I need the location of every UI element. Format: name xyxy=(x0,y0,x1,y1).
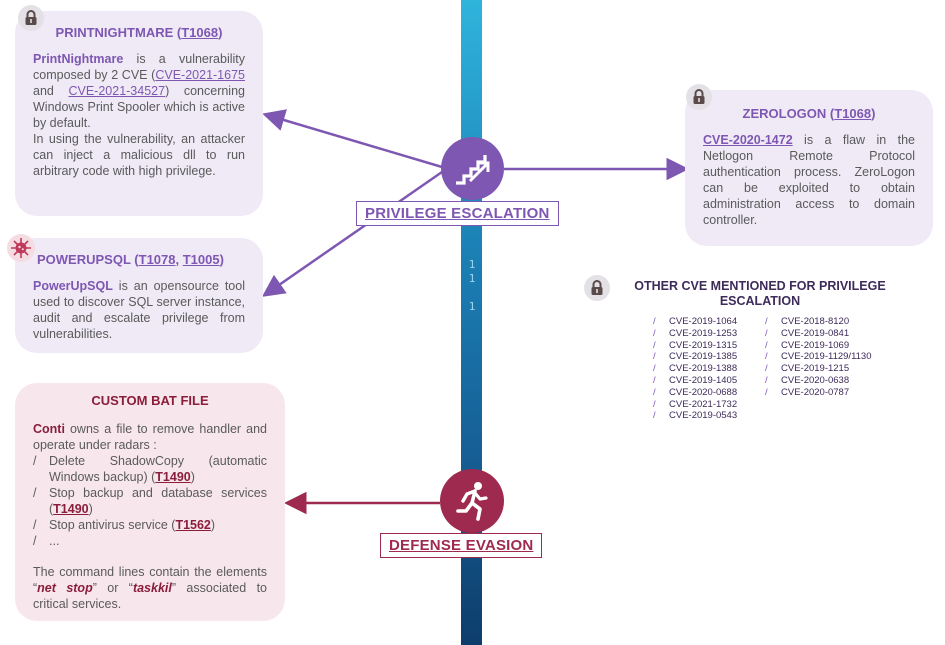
other-cve-title: OTHER CVE MENTIONED FOR PRIVILEGE ESCALA… xyxy=(634,279,886,308)
zerologon-body: CVE-2020-1472 is a flaw in the Netlogon … xyxy=(703,133,915,227)
printnightmare-body: PrintNightmare is a vulnerability compos… xyxy=(33,52,245,130)
zerologon-card: ZEROLOGON (T1068) CVE-2020-1472 is a fla… xyxy=(685,90,933,246)
technique-link[interactable]: T1068 xyxy=(181,25,219,40)
cve-item: /CVE-2019-1069 xyxy=(765,339,850,351)
cve-item: /CVE-2019-1215 xyxy=(765,363,850,375)
cve-item: /CVE-2019-1388 xyxy=(653,363,738,375)
arrow-to-powerupsql xyxy=(261,170,443,297)
list-item: /Delete ShadowCopy (automatic Windows ba… xyxy=(33,454,267,484)
privilege-escalation-label: PRIVILEGE ESCALATION xyxy=(356,201,559,226)
virus-icon xyxy=(7,234,35,262)
lock-icon xyxy=(686,84,712,110)
timeline-digits: 1 1 1 xyxy=(468,258,476,313)
cve-item: /CVE-2020-0787 xyxy=(765,386,850,398)
cve-item: /CVE-2019-1129/1130 xyxy=(765,351,872,363)
cve-item: /CVE-2019-1064 xyxy=(653,316,738,327)
lock-icon xyxy=(18,5,44,31)
cve-item: /CVE-2018-8120 xyxy=(765,316,850,327)
cve-link[interactable]: CVE-2021-1675 xyxy=(155,68,245,82)
cve-item: /CVE-2021-1732 xyxy=(653,398,738,410)
custom-bat-title: CUSTOM BAT FILE xyxy=(91,393,209,408)
list-item: /Stop backup and database services (T149… xyxy=(33,486,267,516)
cve-item: /CVE-2020-0638 xyxy=(765,374,850,386)
cve-item: /CVE-2020-0688 xyxy=(653,386,738,398)
cve-list-right: /CVE-2018-8120/CVE-2019-0841/CVE-2019-10… xyxy=(765,316,872,399)
lock-icon xyxy=(584,275,610,301)
printnightmare-title: PRINTNIGHTMARE (T1068) xyxy=(55,25,223,40)
defense-evasion-label: DEFENSE EVASION xyxy=(380,533,543,558)
technique-link[interactable]: T1078 xyxy=(138,252,176,267)
running-person-icon xyxy=(440,469,504,533)
cve-link[interactable]: CVE-2021-34527 xyxy=(68,84,166,98)
printnightmare-body-2: In using the vulnerability, an attacker … xyxy=(33,132,245,178)
technique-link[interactable]: T1068 xyxy=(834,106,872,121)
cve-item: /CVE-2019-1253 xyxy=(653,327,738,339)
arrow-to-printnightmare xyxy=(262,109,443,169)
technique-link[interactable]: T1490 xyxy=(155,470,191,484)
cve-item: /CVE-2019-1385 xyxy=(653,351,738,363)
powerupsql-card: POWERUPSQL (T1078, T1005) PowerUpSQL is … xyxy=(15,238,263,353)
printnightmare-card: PRINTNIGHTMARE (T1068) PrintNightmare is… xyxy=(15,11,263,216)
zerologon-title: ZEROLOGON (T1068) xyxy=(742,106,876,121)
cve-item: /CVE-2019-0841 xyxy=(765,327,850,339)
powerupsql-body: PowerUpSQL is an opensource tool used to… xyxy=(33,279,245,341)
technique-link[interactable]: T1562 xyxy=(175,518,211,532)
powerupsql-title: POWERUPSQL (T1078, T1005) xyxy=(37,252,224,267)
list-item: /... xyxy=(33,534,60,548)
cve-item: /CVE-2019-1405 xyxy=(653,374,738,386)
cve-link[interactable]: CVE-2020-1472 xyxy=(703,133,793,147)
custom-bat-list: /Delete ShadowCopy (automatic Windows ba… xyxy=(33,453,267,549)
stairs-icon xyxy=(441,137,504,200)
custom-bat-outro: The command lines contain the elements “… xyxy=(33,565,267,611)
custom-bat-card: CUSTOM BAT FILE Conti owns a file to rem… xyxy=(15,383,285,621)
custom-bat-intro: Conti owns a file to remove handler and … xyxy=(33,422,267,452)
technique-link[interactable]: T1005 xyxy=(182,252,220,267)
cve-item: /CVE-2019-1315 xyxy=(653,339,738,351)
cve-list-left: /CVE-2019-1064/CVE-2019-1253/CVE-2019-13… xyxy=(653,316,737,422)
technique-link[interactable]: T1490 xyxy=(53,502,89,516)
list-item: /Stop antivirus service (T1562) xyxy=(33,518,216,532)
cve-item: /CVE-2019-0543 xyxy=(653,410,738,422)
